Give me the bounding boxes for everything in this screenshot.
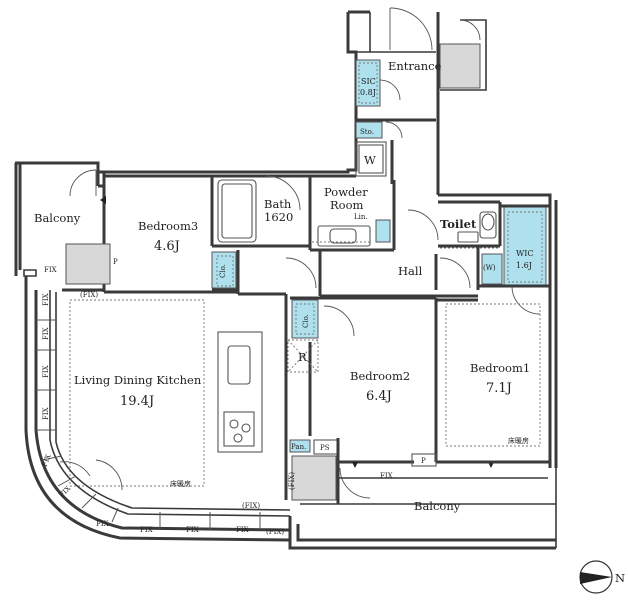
label-balcony-left: Balcony [34, 211, 81, 225]
linen-cabinet [375, 219, 391, 243]
label-refrigerator: R [298, 350, 307, 364]
label-bath: Bath [264, 197, 292, 211]
fix-label: FIX [42, 327, 50, 340]
outer-walls [14, 10, 558, 468]
window-dividers [36, 319, 261, 530]
fix-label: (FIX) [242, 502, 260, 510]
shoe-in-closet [355, 59, 381, 107]
ldk-walls [62, 288, 288, 438]
fix-label: FIX [41, 453, 53, 468]
label-storage: Sto. [360, 128, 374, 136]
closet-bedroom3 [211, 251, 237, 289]
kitchen-island [217, 331, 263, 453]
toilet-fixture [479, 211, 497, 239]
compass [579, 560, 613, 594]
bedroom1-walls [436, 298, 550, 464]
label-bedroom2: Bedroom2 [350, 369, 410, 383]
label-ldk-size: 19.4J [120, 394, 154, 409]
walk-in-closet [503, 205, 547, 287]
label-clo-bedroom2: Clo. [302, 314, 310, 328]
label-ps: PS [320, 444, 330, 452]
label-bath-size: 1620 [264, 210, 293, 224]
bathtub [217, 179, 257, 243]
balcony-column-left [65, 243, 111, 285]
fix-label: FIX [58, 484, 73, 499]
fix-label: FIX [42, 407, 50, 420]
fix-label: FIX [96, 520, 109, 528]
label-wic-size: 1.6J [516, 261, 532, 270]
label-toilet: Toilet [440, 217, 477, 231]
label-bedroom3-size: 4.6J [154, 239, 180, 254]
label-powder-2: Room [330, 198, 364, 212]
label-wic: WIC [516, 249, 534, 258]
toilet-walls [438, 200, 502, 248]
label-linen: Lin. [354, 213, 368, 221]
refrigerator-space [287, 339, 319, 373]
label-entrance: Entrance [388, 59, 442, 73]
bedroom1-door-box [411, 453, 437, 467]
vanity-sink [317, 225, 371, 247]
hall-walls [236, 250, 478, 298]
label-balcony-bottom: Balcony [414, 499, 461, 513]
label-p-left: P [113, 258, 118, 266]
label-p-bedroom1: P [421, 457, 426, 465]
bath-walls [212, 174, 312, 250]
panel-box [289, 439, 311, 453]
label-sic: SIC [361, 77, 376, 86]
label-hall: Hall [398, 264, 423, 278]
fix-label: FIX [236, 526, 249, 534]
storage [355, 121, 383, 139]
fix-label: FIX [42, 365, 50, 378]
label-panel: Pan. [291, 443, 306, 451]
fix-label: FIX [380, 472, 393, 480]
fix-label: FIX [42, 293, 50, 306]
pipe-shaft [291, 455, 337, 501]
powder-room-walls [310, 140, 396, 252]
label-powder-1: Powder [324, 185, 368, 199]
label-wic-w: (W) [483, 264, 496, 272]
label-bedroom2-size: 6.4J [366, 389, 392, 404]
fix-label: (FIX) [266, 528, 284, 536]
fix-label: FIX [140, 526, 153, 534]
washer-space [355, 141, 387, 177]
curved-window-wall [24, 276, 557, 550]
label-floor-heating-bedroom1: 床暖房 [508, 436, 529, 445]
ldk-floor-heating-area [69, 299, 205, 487]
fix-label: (FIX) [80, 291, 98, 299]
label-washer: W [364, 153, 376, 167]
label-ldk: Living Dining Kitchen [74, 373, 202, 387]
fix-label: FIX [44, 266, 57, 274]
label-sic-size: 0.8J [360, 88, 376, 97]
fix-label: FIX [186, 526, 199, 534]
compass-north-label: N [615, 571, 625, 585]
label-floor-heating-ldk: 床暖房 [170, 479, 191, 488]
fix-label: (FIX) [288, 472, 296, 490]
label-bedroom3: Bedroom3 [138, 219, 198, 233]
entrance-column [439, 43, 481, 89]
label-clo-bedroom3: Clo. [219, 264, 227, 278]
label-bedroom1-size: 7.1J [486, 381, 512, 396]
label-bedroom1: Bedroom1 [470, 361, 530, 375]
